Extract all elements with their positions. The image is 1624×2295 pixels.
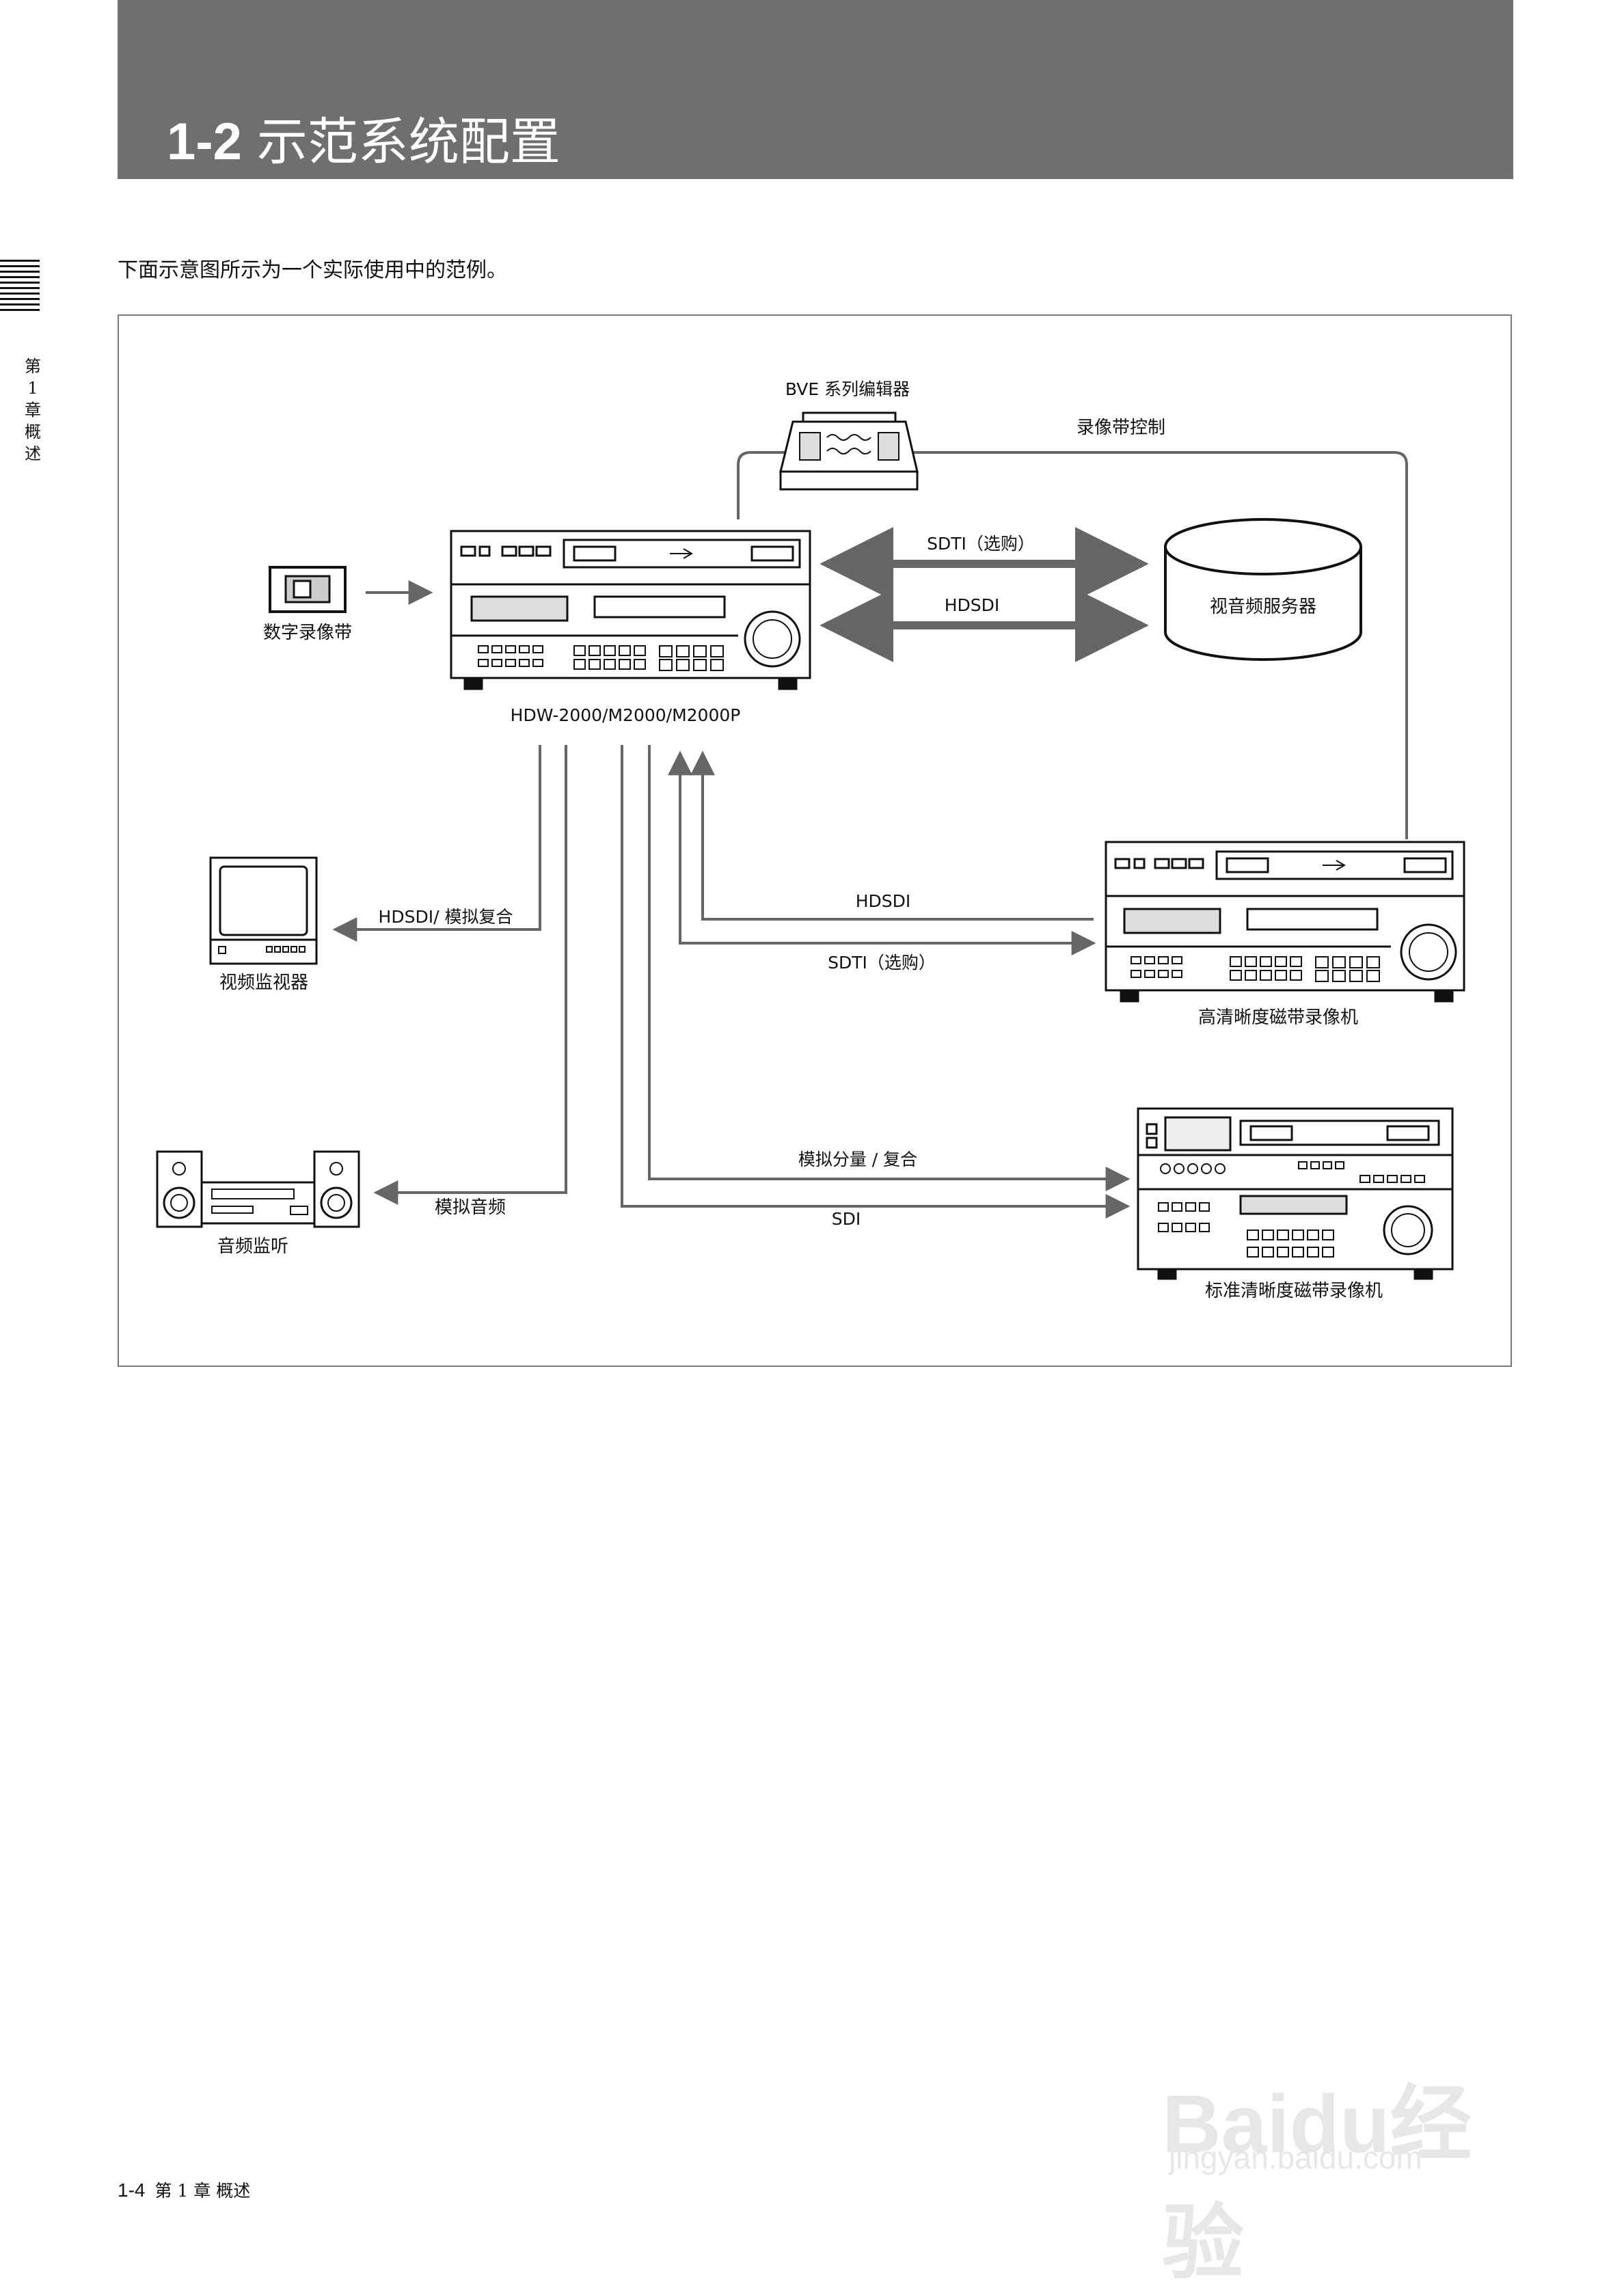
sdti-return-label: SDTI（选购） <box>828 953 936 973</box>
hdsdi-label: HDSDI <box>945 595 1000 615</box>
hdsdi-composite-label: HDSDI/ 模拟复合 <box>379 907 513 927</box>
monitor-out-line <box>332 745 541 942</box>
audio-monitor-label: 音频监听 <box>217 1236 288 1257</box>
tape-label: 数字录像带 <box>263 623 352 643</box>
hdsdi-return-label: HDSDI <box>856 891 911 911</box>
analog-audio-label: 模拟音频 <box>435 1197 506 1218</box>
side-tab-char: 章 <box>25 400 41 420</box>
audio-out-line <box>373 745 567 1205</box>
sdti-optional-label: SDTI（选购） <box>927 534 1035 554</box>
page-number: 1-4 <box>118 2179 146 2201</box>
page-footer: 1-4 第 1 章 概述 <box>118 2177 250 2202</box>
side-tab-char: 概 <box>25 422 41 442</box>
analog-component-label: 模拟分量 / 复合 <box>798 1150 917 1169</box>
intro-text: 下面示意图所示为一个实际使用中的范例。 <box>118 258 507 282</box>
section-number: 1-2 <box>167 113 242 171</box>
baidu-watermark: Baidu经验 jingyan.baidu.com <box>1162 2016 1545 2289</box>
tape-control-line <box>737 451 1408 839</box>
audio-monitor-icon <box>156 1150 360 1228</box>
watermark-brand: Baidu经验 <box>1162 2078 1472 2289</box>
editor-label: BVE 系列编辑器 <box>785 379 910 399</box>
sdti-return-line <box>668 750 1096 955</box>
section-title-text: 示范系统配置 <box>256 113 560 172</box>
diagram-frame <box>118 314 1512 1367</box>
server-label: 视音频服务器 <box>1210 597 1316 617</box>
side-tab-char: 述 <box>25 444 41 463</box>
monitor-label: 视频监视器 <box>219 973 308 993</box>
footer-chapter: 第 1 章 概述 <box>154 2181 251 2201</box>
bve-editor-icon <box>779 411 919 491</box>
side-tab-char: 1 <box>27 379 38 398</box>
analog-component-line <box>648 745 1131 1191</box>
side-tab-char: 第 <box>25 357 41 376</box>
sd-vtr-icon <box>1137 1107 1454 1280</box>
video-monitor-icon <box>209 856 318 965</box>
tape-control-label: 录像带控制 <box>1077 418 1165 438</box>
chapter-tab-lines <box>0 260 40 314</box>
main-vtr-icon <box>450 530 811 690</box>
system-diagram: BVE 系列编辑器 数字录像带 HDW-2000/M2000/M2000P 视音… <box>156 379 1465 1301</box>
hd-vtr-icon <box>1105 841 1465 1003</box>
sd-vtr-label: 标准清晰度磁带录像机 <box>1205 1281 1383 1301</box>
connection-lines <box>332 451 1408 1219</box>
main-vtr-label: HDW-2000/M2000/M2000P <box>511 705 741 725</box>
hd-vtr-label: 高清晰度磁带录像机 <box>1198 1007 1358 1028</box>
digital-tape-icon <box>269 566 347 613</box>
chapter-side-tab: 第 1 章 概 述 <box>19 355 46 465</box>
watermark-url: jingyan.baidu.com <box>1169 2140 1422 2175</box>
sdi-label: SDI <box>832 1209 861 1229</box>
server-cylinder-icon <box>1164 518 1362 661</box>
sdi-line <box>621 745 1131 1219</box>
